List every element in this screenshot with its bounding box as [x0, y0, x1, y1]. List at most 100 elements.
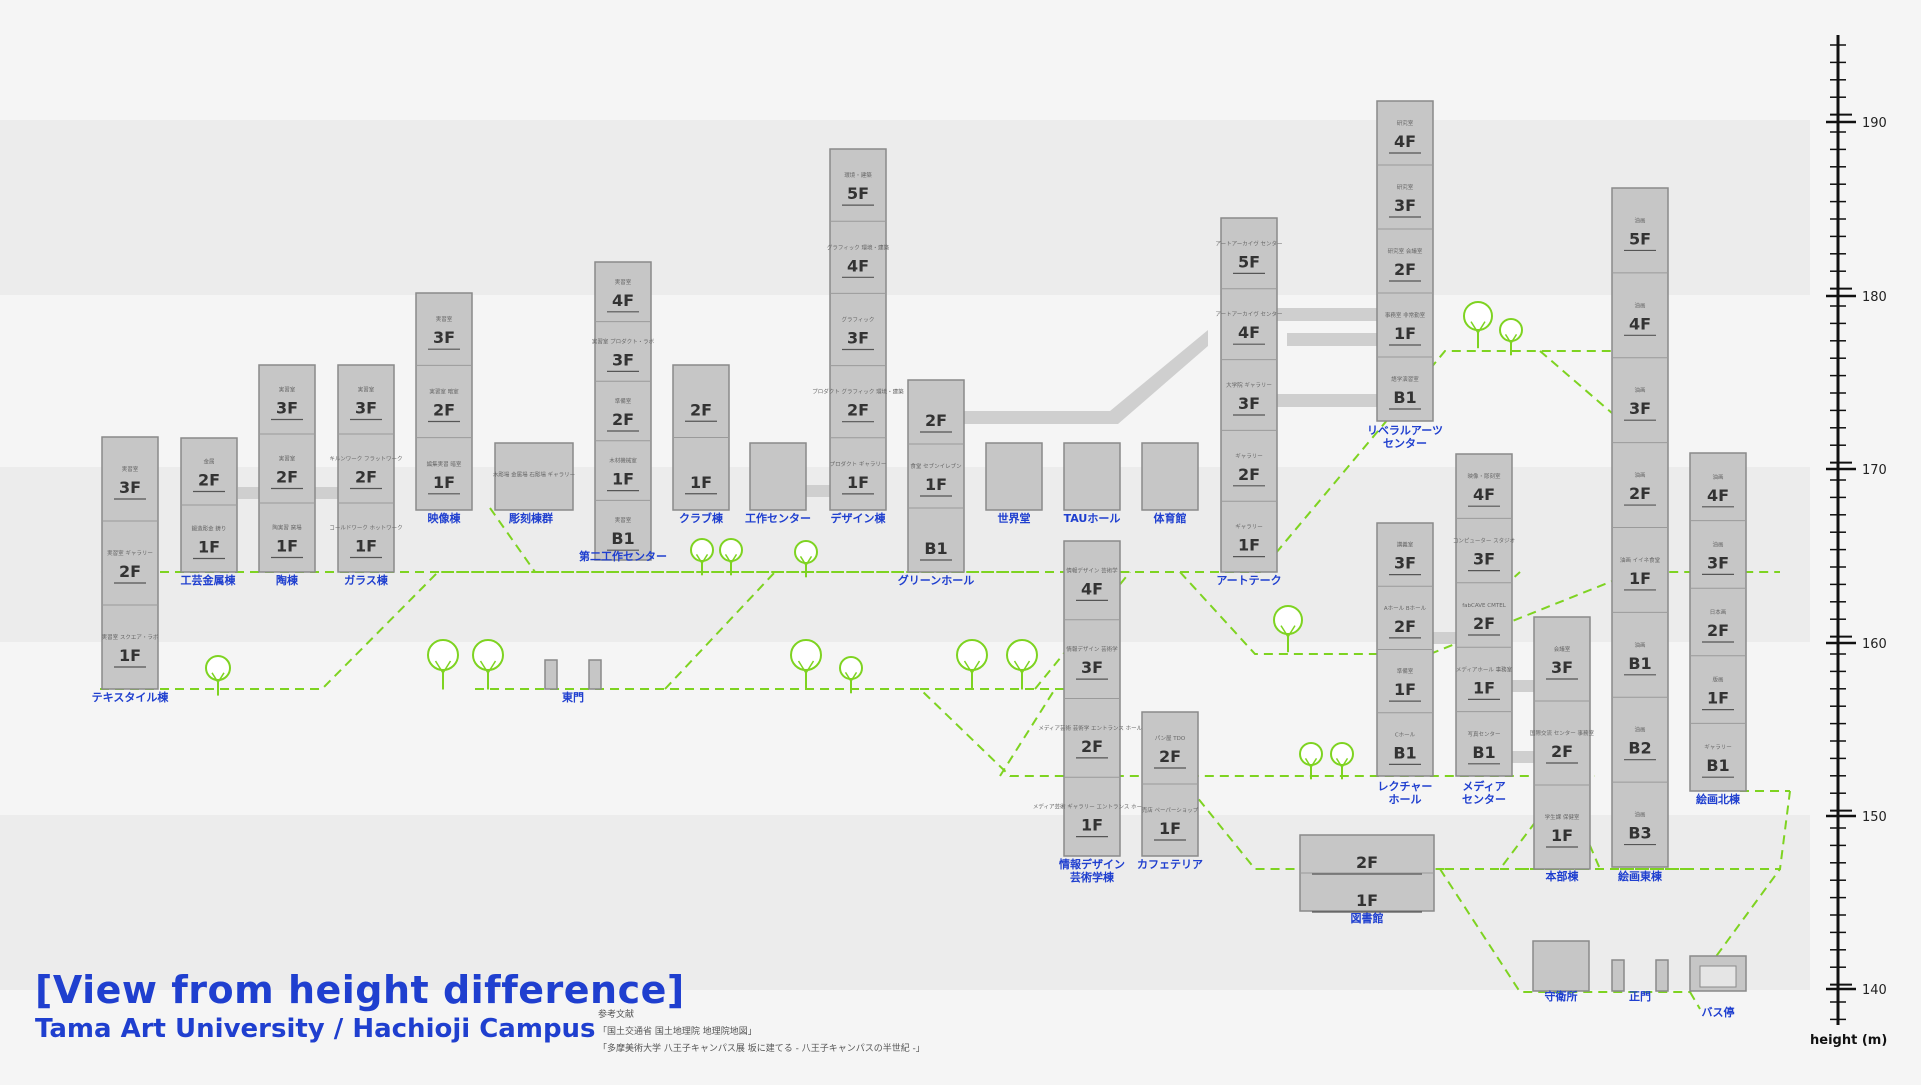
- building-name: センター: [1383, 437, 1427, 450]
- tree-icon: [1510, 334, 1518, 344]
- axis-tick-label: 170: [1862, 463, 1887, 478]
- building-block: [1689, 452, 1747, 792]
- floor-note: 油画: [1634, 471, 1645, 479]
- floor-label: 1F: [276, 537, 298, 556]
- building-name: 絵画北棟: [1696, 792, 1741, 806]
- floor-note: 実習室: [436, 315, 453, 323]
- floor-note: 日本画: [1710, 608, 1727, 616]
- floor-note: 準備室: [615, 397, 632, 405]
- floor-label: 5F: [1238, 252, 1260, 271]
- tree-icon: [695, 554, 703, 564]
- building-name: グリーンホール: [898, 573, 974, 587]
- floor-label: B1: [1628, 654, 1651, 673]
- floor-note: 油画: [1634, 301, 1645, 309]
- floor-note: 学生課 保健室: [1545, 813, 1580, 821]
- floor-note: コールドワーク ホットワーク: [329, 525, 402, 532]
- building: バス停: [1689, 955, 1747, 1019]
- floor-label: 2F: [925, 411, 947, 430]
- references: 参考文献 「国土交通省 国土地理院 地理院地図」 「多摩美術大学 八王子キャンパ…: [598, 1007, 925, 1058]
- building-block: [1455, 453, 1513, 777]
- floor-note: 食堂 セブンイレブン: [910, 462, 962, 470]
- building-name: ホール: [1389, 793, 1422, 806]
- building-name: 図書館: [1351, 911, 1384, 925]
- floor-label: 4F: [1629, 314, 1651, 333]
- floor-note: 情報デザイン 芸術学: [1066, 645, 1118, 653]
- building-name: アートテーク: [1216, 574, 1281, 587]
- floor-label: B2: [1628, 739, 1651, 758]
- floor-label: 4F: [1394, 132, 1416, 151]
- tree-icon: [719, 538, 743, 562]
- tree-icon: [730, 554, 738, 564]
- tree-icon: [1504, 334, 1512, 344]
- floor-note: 実習室 暗室: [429, 388, 459, 396]
- floor-label: 4F: [1238, 323, 1260, 342]
- building-name: TAUホール: [1064, 512, 1121, 525]
- building-name: 陶棟: [276, 573, 299, 587]
- building-block: [907, 379, 965, 573]
- tree-icon: [427, 639, 459, 671]
- floor-label: 3F: [355, 399, 377, 418]
- floor-label: 1F: [198, 538, 220, 557]
- floor-note: 大学院 ギャラリー: [1226, 381, 1272, 389]
- floor-note: プロダクト グラフィック 環境・建築: [812, 388, 904, 396]
- tree-icon: [799, 556, 807, 566]
- building-block: [1141, 442, 1199, 511]
- tree-icon: [1470, 321, 1479, 334]
- diagram-subtitle: Tama Art University / Hachioji Campus: [35, 1014, 596, 1044]
- floor-note: 講義室: [1397, 541, 1414, 549]
- floor-note: 事務室 非常勤室: [1385, 311, 1426, 319]
- walk-path: [475, 688, 1595, 777]
- floor-label: 1F: [1394, 680, 1416, 699]
- tree-icon: [479, 660, 489, 674]
- trees: [205, 301, 1523, 780]
- tree-icon: [797, 660, 807, 674]
- building-name: 守衛所: [1545, 989, 1578, 1003]
- building-name: 東門: [562, 690, 584, 704]
- floor-note: 写真センター: [1467, 730, 1500, 738]
- building: 工作センター: [745, 442, 811, 525]
- axis-tick-label: 140: [1862, 983, 1887, 998]
- tree-icon: [1463, 301, 1493, 331]
- building-block: [1533, 616, 1591, 870]
- tree-icon: [434, 660, 444, 674]
- building-name: 第二工作センター: [579, 549, 667, 563]
- floor-label: 2F: [198, 471, 220, 490]
- walk-path: [489, 507, 536, 573]
- floor-label: 4F: [1707, 486, 1729, 505]
- floor-note: 油画: [1712, 540, 1723, 548]
- gate-post: [588, 659, 602, 690]
- floor-label: 2F: [355, 468, 377, 487]
- floor-label: 1F: [690, 473, 712, 492]
- floor-label: 1F: [847, 473, 869, 492]
- floor-note: 実習室: [615, 278, 632, 286]
- floor-label: 1F: [1394, 324, 1416, 343]
- floor-note: 実習室: [358, 386, 375, 394]
- floor-label: 2F: [1629, 484, 1651, 503]
- reference-item: 「多摩美術大学 八王子キャンパス展 坂に建てる - 八王子キャンパスの半世紀 -…: [598, 1044, 925, 1054]
- building-block: [415, 292, 473, 511]
- axis-tick-label: 190: [1862, 116, 1887, 131]
- floor-label: 1F: [433, 473, 455, 492]
- building: 東門: [544, 659, 602, 704]
- building-name: ガラス棟: [344, 573, 389, 587]
- floor-note: 語学演習室: [1391, 375, 1419, 383]
- building-name: 正門: [1629, 990, 1651, 1003]
- tree-icon: [724, 554, 732, 564]
- floor-label: 3F: [433, 328, 455, 347]
- gate-post: [1611, 959, 1625, 992]
- floor-note: 油画: [1712, 473, 1723, 481]
- floor-note: メディアホール 事務室: [1456, 665, 1513, 673]
- building-name: メディア: [1462, 779, 1505, 793]
- floor-note: Aホール Bホール: [1384, 605, 1427, 612]
- floor-label: 3F: [1629, 399, 1651, 418]
- tree-icon: [487, 660, 497, 674]
- floor-note: 油画 イイネ食堂: [1620, 556, 1661, 564]
